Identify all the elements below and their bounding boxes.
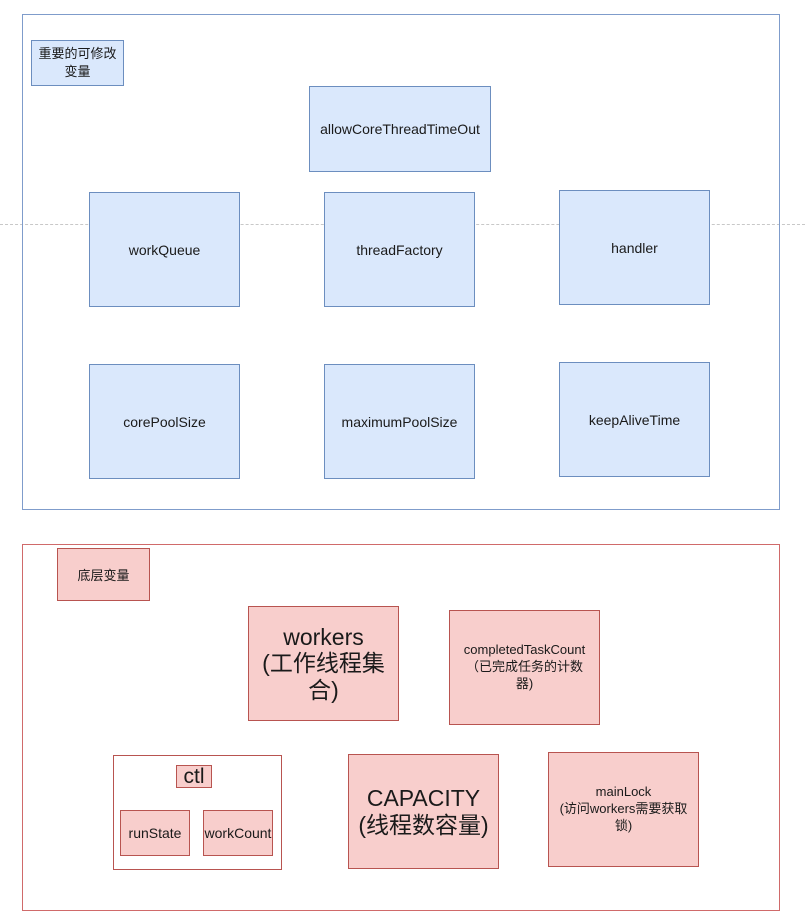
node-main-lock-line2: (访问workers需要获取 [559,801,688,817]
node-work-queue[interactable]: workQueue [89,192,240,307]
ctl-label-text: ctl [183,764,205,788]
node-work-count-text: workCount [204,825,272,841]
node-workers-line3: 合) [308,676,339,703]
node-completed-task-count-line2: （已完成任务的计数 [465,659,583,675]
node-run-state-text: runState [128,825,182,841]
node-workers[interactable]: workers (工作线程集 合) [248,606,399,721]
node-keep-alive-time[interactable]: keepAliveTime [559,362,710,477]
node-maximum-pool-size[interactable]: maximumPoolSize [324,364,475,479]
underlying-variables-group [22,544,780,911]
node-main-lock[interactable]: mainLock (访问workers需要获取 锁) [548,752,699,867]
node-handler[interactable]: handler [559,190,710,305]
node-handler-text: handler [611,239,658,256]
node-work-count[interactable]: workCount [203,810,273,856]
underlying-variables-label: 底层变量 [57,548,150,601]
node-completed-task-count[interactable]: completedTaskCount （已完成任务的计数 器) [449,610,600,725]
node-thread-factory-text: threadFactory [356,241,443,258]
node-workers-line2: (工作线程集 [262,650,385,677]
node-main-lock-line3: 锁) [614,817,633,833]
node-core-pool-size[interactable]: corePoolSize [89,364,240,479]
node-workers-line1: workers [283,623,364,650]
node-maximum-pool-size-text: maximumPoolSize [341,413,458,430]
node-keep-alive-time-text: keepAliveTime [588,411,681,428]
node-completed-task-count-line1: completedTaskCount [463,642,586,658]
node-capacity-line2: (线程数容量) [358,811,489,838]
node-allow-core-thread-timeout-text: allowCoreThreadTimeOut [320,121,480,137]
ctl-label[interactable]: ctl [176,765,212,788]
node-main-lock-line1: mainLock [595,784,652,800]
modifiable-variables-label-text: 重要的可修改变量 [38,46,117,79]
node-capacity-line1: CAPACITY [366,785,481,812]
node-completed-task-count-line3: 器) [515,675,534,691]
node-run-state[interactable]: runState [120,810,190,856]
underlying-variables-label-text: 底层变量 [77,568,130,583]
node-capacity[interactable]: CAPACITY (线程数容量) [348,754,499,869]
node-core-pool-size-text: corePoolSize [123,413,206,430]
node-allow-core-thread-timeout[interactable]: allowCoreThreadTimeOut [309,86,491,172]
node-thread-factory[interactable]: threadFactory [324,192,475,307]
node-work-queue-text: workQueue [128,241,201,258]
modifiable-variables-group [22,14,780,510]
modifiable-variables-label: 重要的可修改变量 [31,40,124,86]
